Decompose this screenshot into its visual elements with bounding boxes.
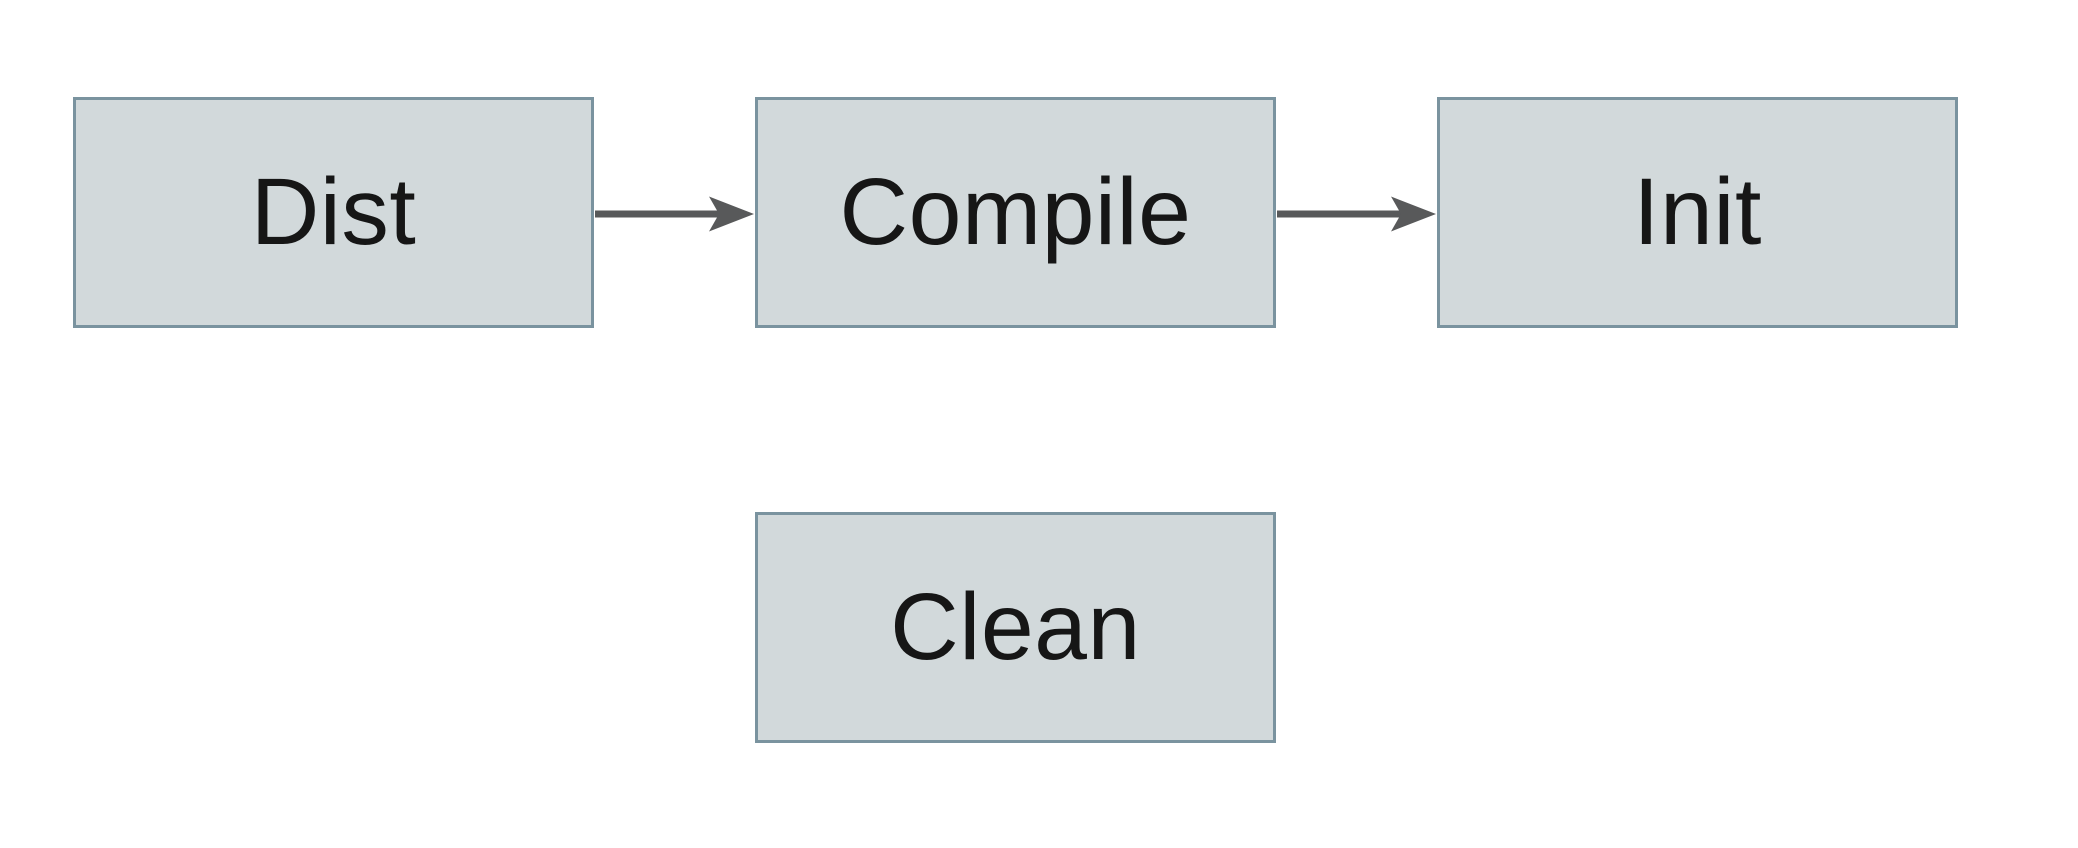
node-clean: Clean [755, 512, 1276, 743]
node-init: Init [1437, 97, 1958, 328]
node-label-compile: Compile [839, 159, 1192, 265]
node-dist: Dist [73, 97, 594, 328]
node-label-init: Init [1633, 159, 1762, 265]
node-label-clean: Clean [890, 574, 1141, 680]
arrowhead-icon [709, 196, 754, 232]
node-label-dist: Dist [250, 159, 417, 265]
arrow-compile-to-init [1277, 196, 1436, 232]
arrowhead-icon [1391, 196, 1436, 232]
arrow-dist-to-compile [595, 196, 754, 232]
node-compile: Compile [755, 97, 1276, 328]
